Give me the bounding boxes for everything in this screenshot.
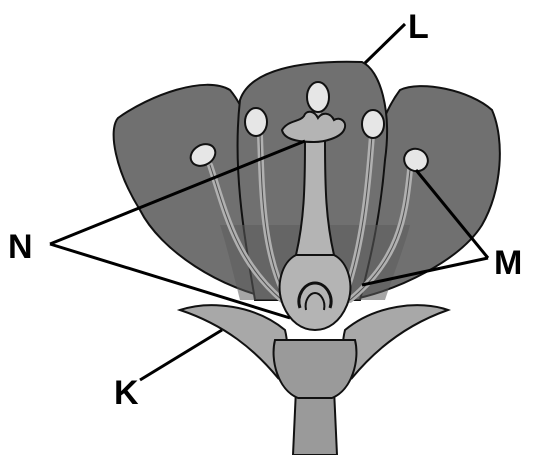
anther [362, 110, 384, 138]
sepal-right [343, 305, 448, 378]
leader-line-L [365, 24, 405, 63]
label-L: L [408, 8, 429, 46]
label-K: K [114, 374, 139, 412]
sepal-left [180, 305, 287, 378]
leader-line-K [140, 330, 222, 380]
anther [307, 82, 329, 112]
receptacle [274, 340, 357, 398]
anther [245, 108, 267, 136]
label-N: N [8, 228, 33, 266]
label-M: M [494, 244, 522, 282]
